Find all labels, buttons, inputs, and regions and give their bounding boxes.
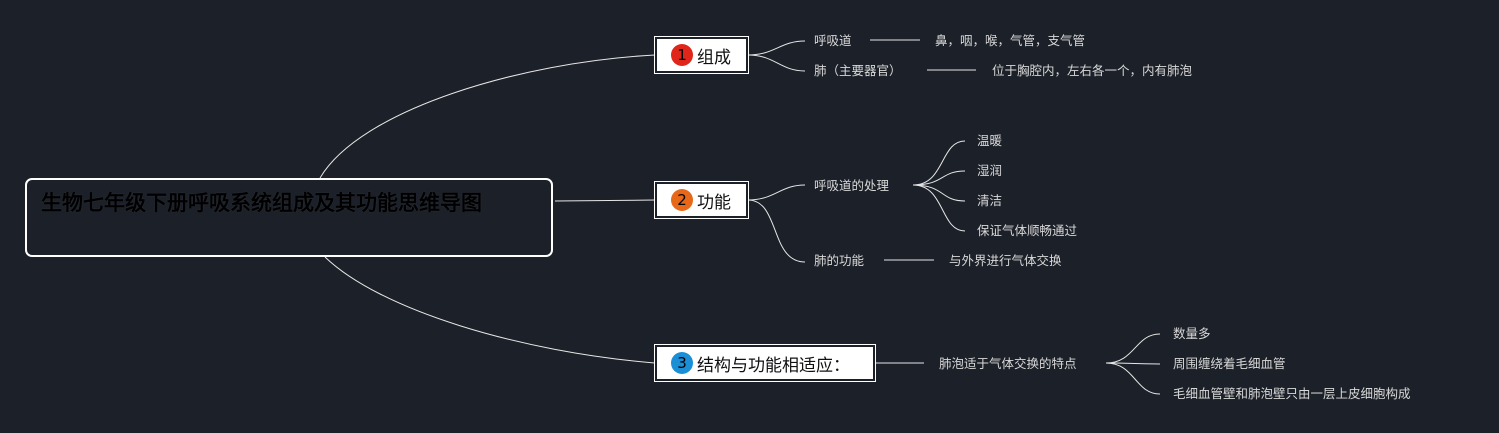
- root-title: 生物七年级下册呼吸系统组成及其功能思维导图: [41, 191, 482, 215]
- topic-warm[interactable]: 温暖: [977, 133, 1003, 148]
- topic-respiratory-tract-detail[interactable]: 鼻，咽，喉，气管，支气管: [935, 33, 1086, 48]
- number-3-badge-icon: 3: [671, 352, 693, 374]
- branch-function[interactable]: 2 功能: [654, 181, 749, 219]
- branch-composition-label: 组成: [697, 47, 731, 68]
- link-processing-warm: [912, 140, 966, 186]
- link-root-adaptation: [324, 256, 656, 364]
- topic-smooth-passage[interactable]: 保证气体顺畅通过: [977, 223, 1078, 238]
- link-processing-moist: [912, 170, 966, 186]
- topic-lung[interactable]: 肺（主要器官）: [814, 63, 902, 78]
- link-function-lung: [747, 199, 806, 263]
- number-1-badge-icon: 1: [671, 44, 693, 66]
- link-processing-smooth: [912, 184, 966, 232]
- link-composition-lung: [747, 54, 806, 72]
- branch-function-label: 功能: [697, 192, 731, 213]
- branch-composition[interactable]: 1 组成: [654, 36, 749, 74]
- link-processing-clean: [912, 184, 966, 202]
- topic-thin-walls[interactable]: 毛细血管壁和肺泡壁只由一层上皮细胞构成: [1173, 386, 1411, 401]
- topic-moist[interactable]: 湿润: [977, 163, 1003, 178]
- link-root-function: [554, 199, 656, 202]
- number-2-badge-icon: 2: [671, 189, 693, 211]
- topic-tract-processing[interactable]: 呼吸道的处理: [814, 178, 890, 193]
- topic-surrounded-capillaries[interactable]: 周围缠绕着毛细血管: [1173, 356, 1286, 371]
- link-adaptation-capillaries: [1105, 362, 1161, 365]
- root-topic[interactable]: 生物七年级下册呼吸系统组成及其功能思维导图: [25, 178, 553, 257]
- link-function-processing: [747, 184, 806, 201]
- topic-lung-function-detail[interactable]: 与外界进行气体交换: [949, 253, 1062, 268]
- topic-alveoli-features[interactable]: 肺泡适于气体交换的特点: [939, 356, 1077, 371]
- topic-lung-detail[interactable]: 位于胸腔内，左右各一个，内有肺泡: [992, 63, 1193, 78]
- topic-clean[interactable]: 清洁: [977, 193, 1003, 208]
- topic-lung-function[interactable]: 肺的功能: [814, 253, 865, 268]
- link-composition-tract: [747, 40, 806, 56]
- branch-adaptation-label: 结构与功能相适应：: [697, 355, 850, 376]
- link-adaptation-walls: [1105, 362, 1161, 395]
- topic-large-number[interactable]: 数量多: [1173, 326, 1211, 341]
- link-adaptation-many: [1105, 333, 1161, 364]
- link-root-composition: [319, 54, 656, 179]
- topic-respiratory-tract[interactable]: 呼吸道: [814, 33, 852, 48]
- branch-adaptation[interactable]: 3 结构与功能相适应：: [654, 344, 876, 382]
